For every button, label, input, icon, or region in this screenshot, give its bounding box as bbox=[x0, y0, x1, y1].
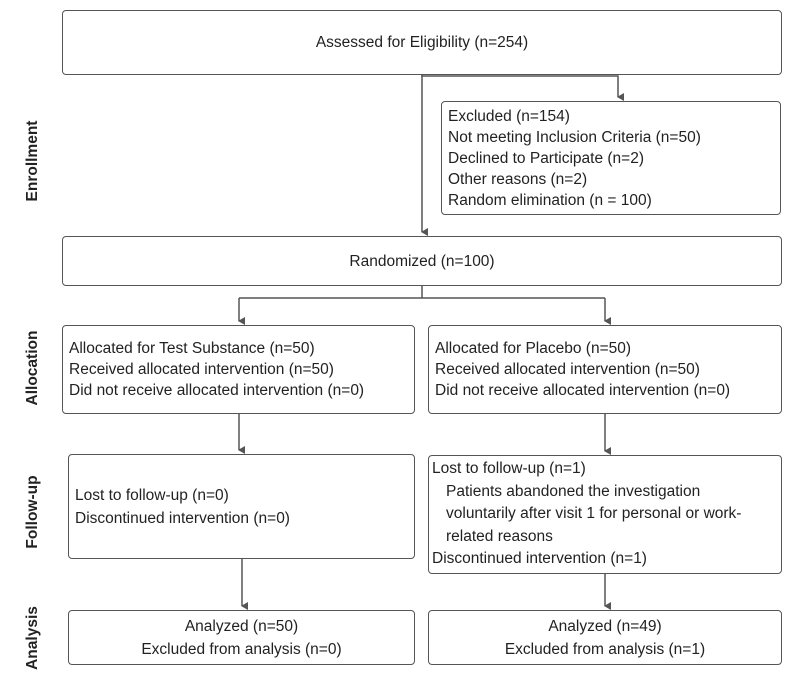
excluded-declined: Declined to Participate (n=2) bbox=[448, 149, 645, 167]
followup-placebo-reason: Patients abandoned the investigation vol… bbox=[446, 482, 742, 545]
analysis-test-excluded: Excluded from analysis (n=0) bbox=[141, 640, 342, 658]
analysis-placebo-box: Analyzed (n=49) Excluded from analysis (… bbox=[428, 610, 782, 665]
followup-placebo-discontinued: Discontinued intervention (n=1) bbox=[432, 550, 647, 568]
excluded-total: Excluded (n=154) bbox=[448, 107, 570, 125]
followup-placebo-lost: Lost to follow-up (n=1) bbox=[432, 460, 586, 478]
analysis-placebo-excluded: Excluded from analysis (n=1) bbox=[504, 640, 706, 658]
assessed-text: Assessed for Eligibility (n=254) bbox=[315, 34, 529, 51]
arrow-to-excluded bbox=[421, 75, 624, 101]
randomized-box: Randomized (n=100) bbox=[62, 236, 782, 286]
analysis-test-analyzed: Analyzed (n=50) bbox=[184, 617, 299, 635]
stage-label-enrollment: Enrollment bbox=[24, 120, 41, 202]
assessed-box: Assessed for Eligibility (n=254) bbox=[62, 10, 782, 75]
allocation-test-box: Allocated for Test Substance (n=50) Rece… bbox=[62, 325, 415, 414]
excluded-random: Random elimination (n = 100) bbox=[448, 191, 652, 209]
followup-placebo-box: Lost to follow-up (n=1) Patients abandon… bbox=[428, 455, 782, 574]
stage-label-analysis: Analysis bbox=[24, 606, 41, 670]
alloc-test-title: Allocated for Test Substance (n=50) bbox=[69, 340, 315, 357]
analysis-placebo-analyzed: Analyzed (n=49) bbox=[548, 617, 662, 635]
alloc-placebo-title: Allocated for Placebo (n=50) bbox=[435, 340, 632, 357]
followup-test-box: Lost to follow-up (n=0) Discontinued int… bbox=[68, 454, 415, 559]
followup-test-lost: Lost to follow-up (n=0) bbox=[75, 486, 229, 504]
alloc-test-received: Received allocated intervention (n=50) bbox=[69, 361, 334, 378]
stage-label-followup: Follow-up bbox=[24, 475, 41, 549]
excluded-other: Other reasons (n=2) bbox=[448, 170, 588, 188]
alloc-placebo-received: Received allocated intervention (n=50) bbox=[435, 361, 700, 378]
alloc-placebo-not-received: Did not receive allocated intervention (… bbox=[435, 382, 731, 399]
excluded-box: Excluded (n=154) Not meeting Inclusion C… bbox=[441, 101, 781, 215]
analysis-test-box: Analyzed (n=50) Excluded from analysis (… bbox=[68, 610, 415, 665]
excluded-inclusion: Not meeting Inclusion Criteria (n=50) bbox=[448, 128, 701, 146]
randomized-text: Randomized (n=100) bbox=[349, 252, 495, 270]
allocation-placebo-box: Allocated for Placebo (n=50) Received al… bbox=[428, 325, 782, 414]
alloc-test-not-received: Did not receive allocated intervention (… bbox=[69, 382, 365, 399]
stage-label-allocation: Allocation bbox=[24, 330, 41, 406]
followup-test-discontinued: Discontinued intervention (n=0) bbox=[75, 509, 290, 527]
